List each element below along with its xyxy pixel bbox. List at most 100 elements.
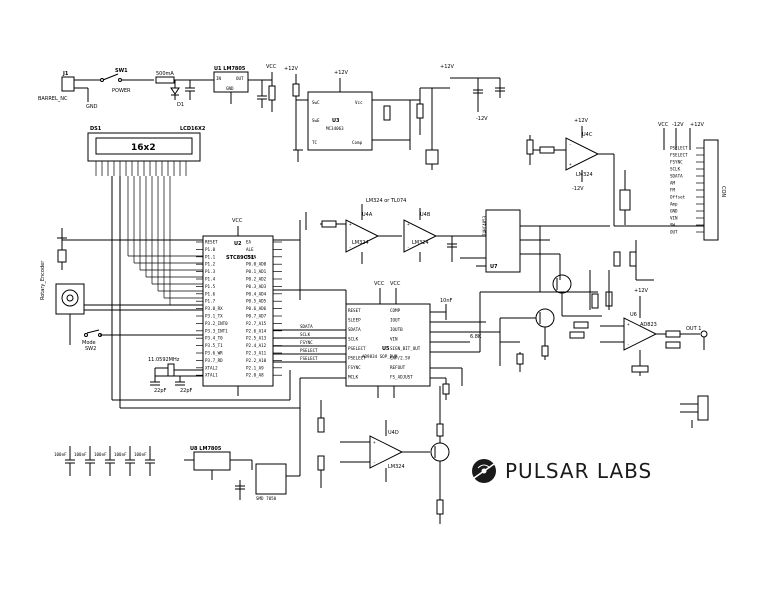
svg-text:U4B: U4B (420, 212, 431, 218)
mcu-right-pin: PSEN (246, 254, 257, 259)
svg-text:+12V: +12V (690, 122, 705, 128)
mcu-left-pin: P1.7 (205, 299, 216, 304)
dds-left-pin: SLEEP (348, 318, 361, 323)
svg-text:+: + (373, 440, 376, 445)
mcu-left-pin: P1.4 (205, 277, 216, 282)
svg-text:U4C: U4C (582, 132, 593, 138)
svg-text:MC34063: MC34063 (326, 126, 344, 131)
dds-u5 (345, 303, 431, 387)
pulsar-labs-logo: PULSAR LABS (472, 459, 652, 483)
svg-text:OUT 1: OUT 1 (686, 326, 701, 332)
cap-value: 100nF (114, 452, 127, 457)
crystal-label: 11.0592MHz (148, 357, 180, 363)
output-stage: + - U6 AD823 OUT 1 +12V (500, 270, 709, 428)
fuse (155, 76, 175, 84)
mode-switch (84, 333, 88, 337)
u8-regulator (193, 451, 231, 471)
svg-text:OUT: OUT (236, 76, 244, 81)
svg-text:U4A: U4A (362, 212, 373, 218)
dds-right-pin: REFOUT (390, 365, 406, 370)
mux-u7 (485, 209, 521, 273)
connector-j2 (697, 395, 709, 421)
mcu-left-pin: P3.0_RX (205, 306, 223, 311)
svg-text:10nF: 10nF (440, 298, 453, 304)
dcdc-section: U3 MC34063 SwC SwE TC Vcc Comp +12V +12V… (284, 64, 505, 170)
svg-text:+: + (627, 322, 630, 327)
dds-right-pin: IOUT (390, 318, 401, 323)
svg-text:-: - (569, 142, 572, 147)
mcu-right-pin: P2.0_A8 (246, 373, 264, 378)
svg-text:+12V: +12V (284, 66, 299, 72)
mcu-u2 (202, 235, 274, 387)
mcu-right-pin: P0.5_AD5 (246, 299, 267, 304)
svg-text:-: - (627, 342, 630, 347)
svg-text:+12V: +12V (634, 288, 649, 294)
svg-text:TC: TC (312, 140, 318, 145)
svg-text:-12V: -12V (672, 122, 684, 128)
svg-text:LM324: LM324 (352, 240, 369, 246)
right-header-pin: PSELECT (670, 146, 688, 151)
svg-text:SCLK: SCLK (300, 332, 311, 337)
dds-left-pin: SDATA (348, 327, 361, 332)
svg-text:LM324: LM324 (388, 464, 405, 470)
dds-right-pin: CAP/2.5V (390, 356, 411, 361)
svg-text:FSELECT: FSELECT (300, 356, 318, 361)
mcu-left-pin: XTAL1 (205, 373, 218, 378)
u3-ref: U3 (332, 118, 340, 124)
fuse-label: 500mA (156, 71, 174, 77)
svg-text:Vcc: Vcc (355, 100, 363, 105)
svg-text:AD9834 SOP_DUM: AD9834 SOP_DUM (362, 354, 398, 359)
power-input-section: J1 BARREL_NC GND SW1 POWER 500mA D1 U1 L… (38, 64, 277, 112)
j1-net-label: BARREL_NC (38, 96, 68, 102)
mcu-section: U2 STC89C51 RESETP1.0P1.1P1.2P1.3P1.4P1.… (40, 176, 282, 396)
svg-text:SDATA: SDATA (300, 324, 313, 329)
opamp-title: LM324 or TL074 (366, 198, 406, 204)
mcu-right-pin: P2.2_A10 (246, 358, 267, 363)
mcu-right-pin: P0.4_AD4 (246, 291, 267, 296)
diode-d1 (170, 87, 180, 95)
cap-value: 100nF (74, 452, 87, 457)
mode-label: Mode (82, 340, 96, 346)
svg-text:VCC: VCC (374, 281, 385, 287)
dds-left-pin: PSELECT (348, 346, 366, 351)
opamp-u4c (565, 137, 600, 171)
u9-oscillator (255, 463, 287, 495)
dds-right-pin: SIGN_BIT_OUT (390, 346, 421, 351)
right-header-pin: VIN (670, 216, 678, 221)
transistor-q2 (552, 274, 572, 294)
mcu-right-pin: P0.0_AD0 (246, 262, 267, 267)
dds-right-pin: VIN (390, 337, 398, 342)
mcu-left-pin: XTAL2 (205, 365, 218, 370)
dds-right-pin: FS_ADJUST (390, 375, 413, 380)
mcu-right-pin: P2.5_A13 (246, 336, 267, 341)
mcu-left-pin: P3.6_WR (205, 351, 223, 356)
mcu-right-pin: P0.3_AD3 (246, 284, 267, 289)
vcc-label-1: VCC (266, 64, 277, 70)
mcu-right-pin: ALE (246, 247, 254, 252)
svg-text:+12V: +12V (440, 64, 455, 70)
mcu-right-pin: EA (246, 240, 252, 245)
mcu-left-pin: P3.2_INT0 (205, 321, 228, 326)
lcd-screen-text: 16x2 (131, 143, 156, 153)
mcu-left-pin: P3.4_T0 (205, 336, 223, 341)
right-header-pin: SW (670, 223, 676, 228)
right-header-pin: FM (670, 188, 676, 193)
svg-text:PSELECT: PSELECT (300, 348, 318, 353)
dds-section: U5 AD9834 SOP_DUM RESETSLEEPSDATASCLKPSE… (273, 281, 500, 410)
dds-right-pin: IOUTB (390, 327, 403, 332)
mcu-left-pin: RESET (205, 240, 218, 245)
cap-value: 100nF (54, 452, 67, 457)
right-header-pin: OUT (670, 230, 678, 235)
right-header-pin: AM (670, 181, 676, 186)
svg-text:VCC: VCC (232, 218, 243, 224)
logo-text: PULSAR LABS (505, 459, 652, 483)
svg-text:LM324: LM324 (576, 172, 593, 178)
mcu-right-pin: P2.4_A12 (246, 343, 267, 348)
cap-value: 100nF (94, 452, 107, 457)
lcd-screen (95, 137, 193, 155)
switch-label: SW1 (115, 68, 128, 74)
lcd-ref: DS1 (90, 126, 102, 132)
svg-text:VCC: VCC (390, 281, 401, 287)
right-header-pin: SCLK (670, 167, 681, 172)
